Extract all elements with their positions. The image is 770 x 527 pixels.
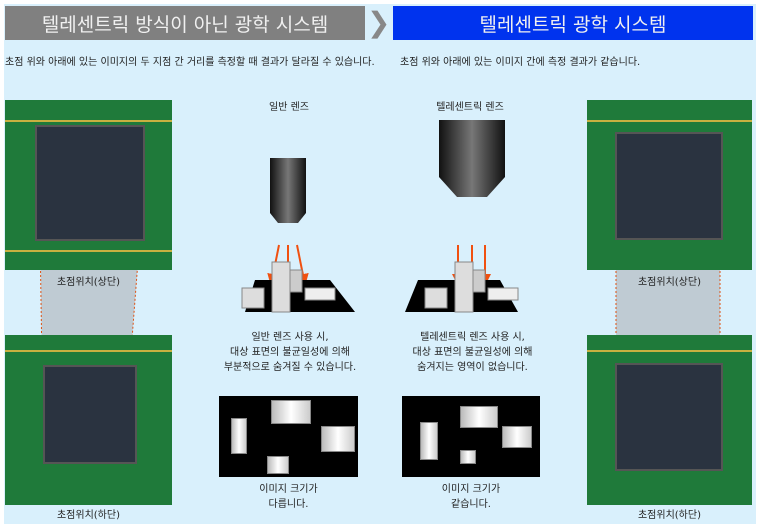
right-description: 초점 위와 아래에 있는 이미지 간에 측정 결과가 같습니다. xyxy=(400,57,641,68)
normal-lens-label: 일반 렌즈 xyxy=(269,102,309,113)
telecentric-lens-result-image xyxy=(402,396,540,477)
lens-diagram xyxy=(241,120,519,313)
left-focus-top-label: 초점위치(상단) xyxy=(56,277,120,288)
left-title: 텔레센트릭 방식이 아닌 광학 시스템 xyxy=(5,6,365,40)
right-title: 텔레센트릭 광학 시스템 xyxy=(393,6,753,40)
right-focus-top-label: 초점위치(상단) xyxy=(637,277,701,288)
telecentric-lens-label: 텔레센트릭 렌즈 xyxy=(436,102,504,113)
left-description: 초점 위와 아래에 있는 이미지의 두 지점 간 거리를 측정할 때 결과가 달… xyxy=(5,57,375,68)
right-focus-bottom-label: 초점위치(하단) xyxy=(637,510,701,521)
chevron-right-icon: ❯ xyxy=(367,6,391,39)
chip-image-left-bottom xyxy=(5,335,172,505)
normal-lens-icon xyxy=(270,158,306,223)
normal-lens-result-image xyxy=(219,396,358,477)
chip-image-right-top xyxy=(587,100,752,270)
chip-image-left-top xyxy=(5,100,172,270)
left-focus-bottom-label: 초점위치(하단) xyxy=(56,510,120,521)
chip-image-right-bottom xyxy=(587,335,752,505)
telecentric-lens-icon xyxy=(439,120,505,197)
